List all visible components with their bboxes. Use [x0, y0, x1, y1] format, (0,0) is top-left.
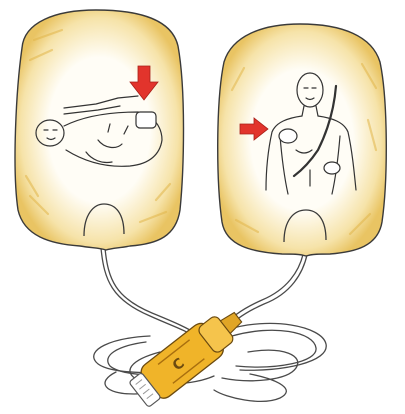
left-electrode-pad [15, 10, 183, 250]
right-electrode-pad [218, 24, 387, 256]
cable-connector: C [126, 301, 250, 410]
